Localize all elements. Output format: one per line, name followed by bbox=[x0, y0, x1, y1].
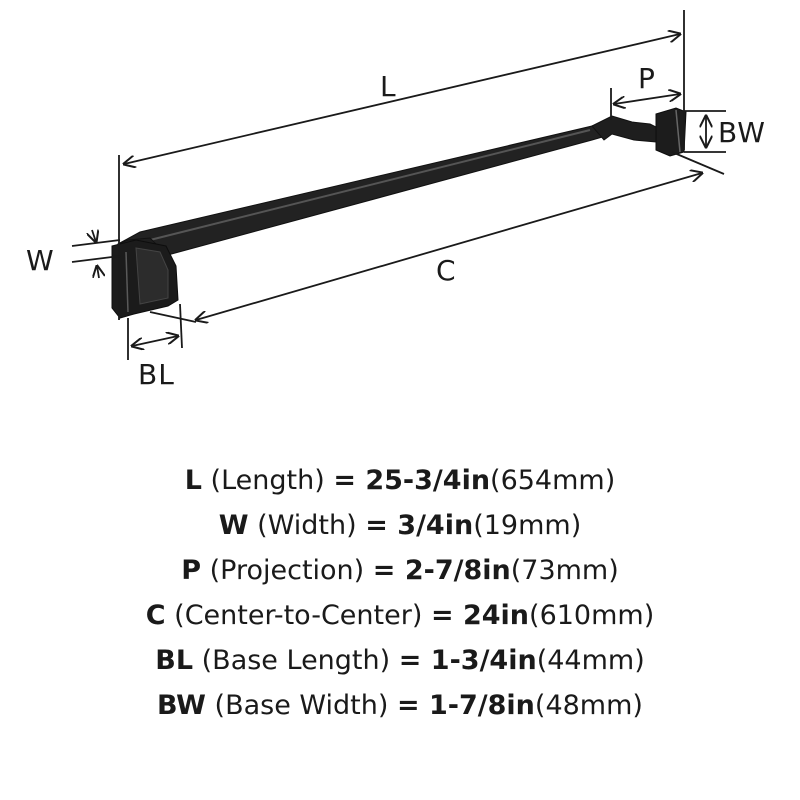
spec-row-width: W (Width) = 3/4in(19mm) bbox=[0, 503, 800, 548]
spec-code: L bbox=[184, 465, 202, 496]
l-dimension-line bbox=[124, 34, 680, 164]
right-base bbox=[655, 107, 687, 157]
c-dimension-line bbox=[196, 173, 702, 320]
spec-metric: (73mm) bbox=[510, 555, 619, 586]
spec-name: (Projection) bbox=[209, 555, 365, 586]
spec-name: (Length) bbox=[210, 465, 325, 496]
spec-row-projection: P (Projection) = 2-7/8in(73mm) bbox=[0, 548, 800, 593]
c-extension-right bbox=[671, 151, 725, 175]
c-extension-left bbox=[149, 311, 197, 323]
spec-row-center-to-center: C (Center-to-Center) = 24in(610mm) bbox=[0, 593, 800, 638]
spec-metric: (19mm) bbox=[473, 510, 582, 541]
w-arrow-top bbox=[92, 230, 96, 242]
spec-metric: (654mm) bbox=[490, 465, 616, 496]
spec-code: BL bbox=[155, 645, 194, 676]
spec-metric: (48mm) bbox=[534, 690, 643, 721]
towel-bar-diagram: L P BW W C BL bbox=[26, 10, 766, 391]
right-arm bbox=[591, 115, 659, 143]
spec-imperial: = 1-3/4in bbox=[398, 645, 537, 676]
spec-code: C bbox=[145, 600, 166, 631]
w-arrow-bottom bbox=[97, 266, 99, 278]
p-dimension-line bbox=[614, 94, 680, 104]
spec-code: P bbox=[181, 555, 202, 586]
spec-code: W bbox=[218, 510, 249, 541]
spec-imperial: = 2-7/8in bbox=[372, 555, 511, 586]
spec-row-length: L (Length) = 25-3/4in(654mm) bbox=[0, 458, 800, 503]
spec-row-base-width: BW (Base Width) = 1-7/8in(48mm) bbox=[0, 683, 800, 728]
label-c: C bbox=[436, 254, 457, 287]
label-w: W bbox=[26, 244, 55, 277]
bl-extension-right bbox=[179, 303, 183, 349]
spec-imperial: = 3/4in bbox=[365, 510, 474, 541]
label-l: L bbox=[380, 70, 397, 103]
spec-name: (Base Length) bbox=[201, 645, 391, 676]
spec-imperial: = 1-7/8in bbox=[396, 690, 535, 721]
bl-dimension-line bbox=[132, 336, 178, 346]
w-extension-bottom bbox=[71, 255, 121, 263]
spec-metric: (610mm) bbox=[529, 600, 655, 631]
spec-row-base-length: BL (Base Length) = 1-3/4in(44mm) bbox=[0, 638, 800, 683]
label-bl: BL bbox=[138, 358, 175, 391]
spec-imperial: = 25-3/4in bbox=[333, 465, 491, 496]
dimension-spec-list: L (Length) = 25-3/4in(654mm) W (Width) =… bbox=[0, 458, 800, 728]
towel-bar-image bbox=[111, 107, 687, 319]
spec-imperial: = 24in bbox=[430, 600, 530, 631]
spec-metric: (44mm) bbox=[536, 645, 645, 676]
spec-name: (Base Width) bbox=[214, 690, 389, 721]
spec-name: (Center-to-Center) bbox=[174, 600, 423, 631]
dimension-lines bbox=[71, 10, 726, 360]
label-p: P bbox=[638, 62, 656, 95]
spec-name: (Width) bbox=[257, 510, 357, 541]
label-bw: BW bbox=[718, 116, 766, 149]
spec-code: BW bbox=[157, 690, 206, 721]
